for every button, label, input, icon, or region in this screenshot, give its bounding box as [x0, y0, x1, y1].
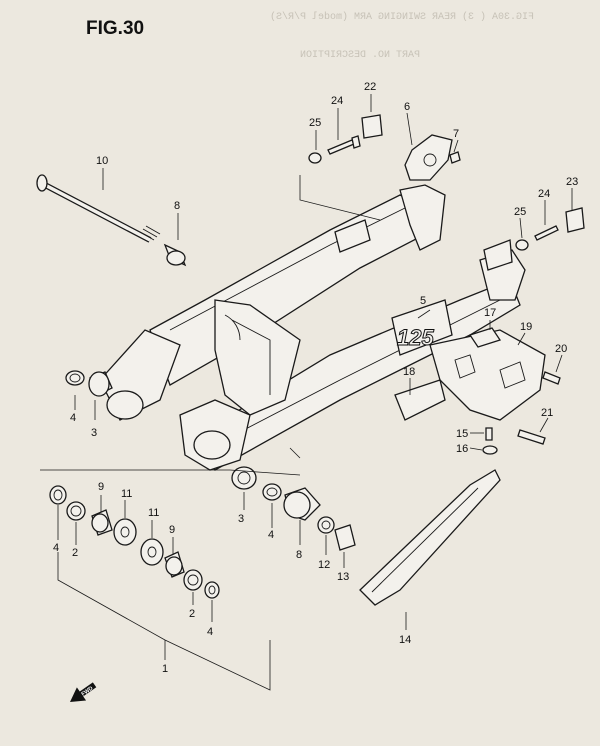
- label-25: 25: [514, 206, 526, 218]
- emblem-125: 125: [391, 299, 453, 356]
- label-18: 18: [403, 366, 415, 378]
- washer-16: [482, 445, 498, 455]
- label-5: 5: [420, 295, 426, 307]
- figure-title: FIG.30: [86, 18, 145, 39]
- label-13: 13: [337, 571, 349, 583]
- lower-middle-stack: [140, 538, 220, 599]
- label-25: 25: [309, 117, 321, 129]
- label-22: 22: [364, 81, 376, 93]
- label-21: 21: [541, 407, 553, 419]
- label-24: 24: [331, 95, 343, 107]
- label-2: 2: [72, 547, 78, 559]
- label-16: 16: [456, 443, 468, 455]
- plate-18: [394, 379, 446, 421]
- arrow-front-icon: FWD: [70, 682, 97, 702]
- label-9: 9: [98, 481, 104, 493]
- top-fasteners: [308, 114, 461, 181]
- label-4: 4: [70, 412, 76, 424]
- label-17: 17: [484, 307, 496, 319]
- label-3: 3: [238, 513, 244, 525]
- right-pivot-parts: [231, 466, 356, 551]
- label-2: 2: [189, 608, 195, 620]
- label-9: 9: [169, 524, 175, 536]
- lower-left-stack: [49, 485, 137, 546]
- label-4: 4: [53, 542, 59, 554]
- pivot-shaft: [36, 174, 161, 243]
- label-8: 8: [174, 200, 180, 212]
- label-3: 3: [91, 427, 97, 439]
- label-14: 14: [399, 634, 411, 646]
- label-6: 6: [404, 101, 410, 113]
- chain-guard: [429, 327, 546, 421]
- label-10: 10: [96, 155, 108, 167]
- label-11: 11: [148, 507, 159, 519]
- label-8: 8: [296, 549, 302, 561]
- bolt-15: [485, 427, 493, 441]
- label-24: 24: [538, 188, 550, 200]
- label-15: 15: [456, 428, 468, 440]
- chain-buffer: [359, 469, 501, 606]
- label-19: 19: [520, 321, 532, 333]
- leader-lines: [40, 94, 573, 691]
- label-1: 1: [162, 663, 168, 675]
- label-4: 4: [207, 626, 213, 638]
- right-fasteners: [515, 207, 585, 251]
- collar-8-upper: [163, 243, 187, 267]
- label-20: 20: [555, 343, 567, 355]
- emblem-text: 125: [397, 325, 434, 350]
- label-23: 23: [566, 176, 578, 188]
- label-7: 7: [453, 128, 459, 140]
- bolt-20: [542, 371, 561, 385]
- callout-labels: 10 8 4 3 3 4 8 12 13 9 11 4 2 11 9 2 4 1…: [53, 81, 578, 675]
- seal-4a: [65, 370, 85, 386]
- label-11: 11: [121, 488, 132, 500]
- bolt-21: [517, 429, 546, 445]
- label-12: 12: [318, 559, 330, 571]
- label-4: 4: [268, 529, 274, 541]
